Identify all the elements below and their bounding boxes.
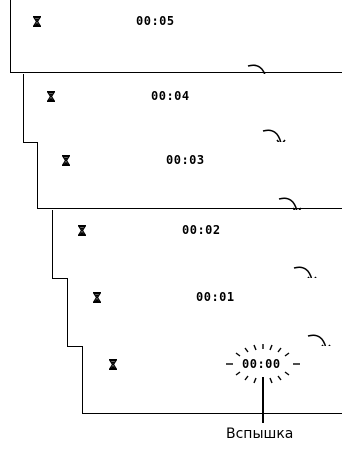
display-frame-3 <box>37 142 342 209</box>
callout-line <box>262 377 264 423</box>
display-frame-1 <box>10 0 342 73</box>
flash-callout-label: Вспышка <box>226 426 294 442</box>
display-frame-4 <box>52 210 342 279</box>
countdown-time: 00:03 <box>166 153 205 167</box>
countdown-time: 00:04 <box>151 89 190 103</box>
hourglass-icon <box>47 91 55 102</box>
hourglass-icon <box>62 155 70 166</box>
countdown-time: 00:01 <box>196 290 235 304</box>
display-frame-6 <box>82 346 342 414</box>
countdown-time-flashing: 00:00 <box>242 357 281 371</box>
display-frame-5 <box>67 278 342 347</box>
hourglass-icon <box>109 359 117 370</box>
countdown-time: 00:05 <box>136 14 175 28</box>
flash-rays <box>226 344 300 384</box>
hourglass-icon <box>93 292 101 303</box>
hourglass-icon <box>33 16 41 27</box>
display-frame-2 <box>23 74 342 143</box>
hourglass-icon <box>78 225 86 236</box>
countdown-time: 00:02 <box>182 223 221 237</box>
